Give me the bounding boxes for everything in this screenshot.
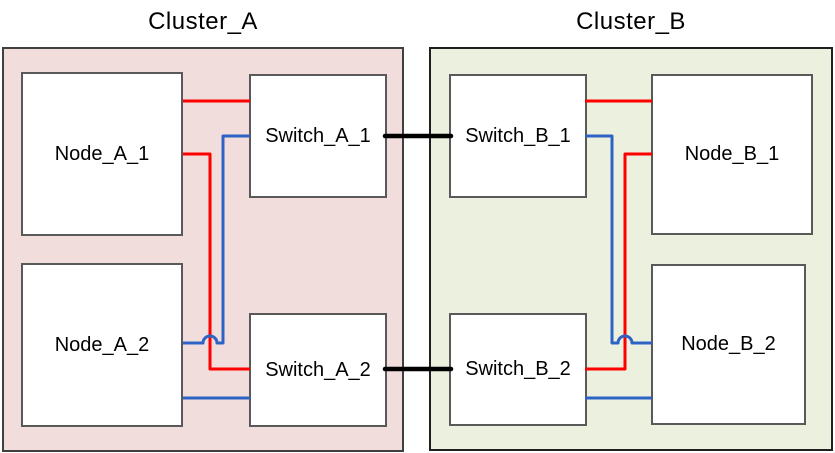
node-a-1-box: Node_A_1	[21, 72, 183, 236]
switch-b-2-label: Switch_B_2	[465, 358, 571, 380]
node-b-2-box: Node_B_2	[651, 264, 806, 425]
switch-a-1-label: Switch_A_1	[265, 124, 371, 147]
switch-b-1-box: Switch_B_1	[449, 74, 587, 198]
switch-b-2-box: Switch_B_2	[449, 313, 587, 426]
node-a-1-label: Node_A_1	[54, 142, 150, 165]
node-b-2-label: Node_B_2	[681, 333, 776, 355]
node-a-2-box: Node_A_2	[21, 263, 183, 427]
switch-a-1-box: Switch_A_1	[249, 74, 387, 198]
switch-b-1-label: Switch_B_1	[465, 124, 571, 147]
switch-a-2-box: Switch_A_2	[249, 313, 387, 427]
node-b-1-label: Node_B_1	[684, 143, 780, 165]
node-b-1-box: Node_B_1	[651, 74, 813, 235]
cluster-a-title: Cluster_A	[148, 8, 258, 35]
node-a-2-label: Node_A_2	[54, 333, 150, 356]
switch-a-2-label: Switch_A_2	[265, 358, 371, 381]
cluster-b-title: Cluster_B	[576, 8, 686, 35]
